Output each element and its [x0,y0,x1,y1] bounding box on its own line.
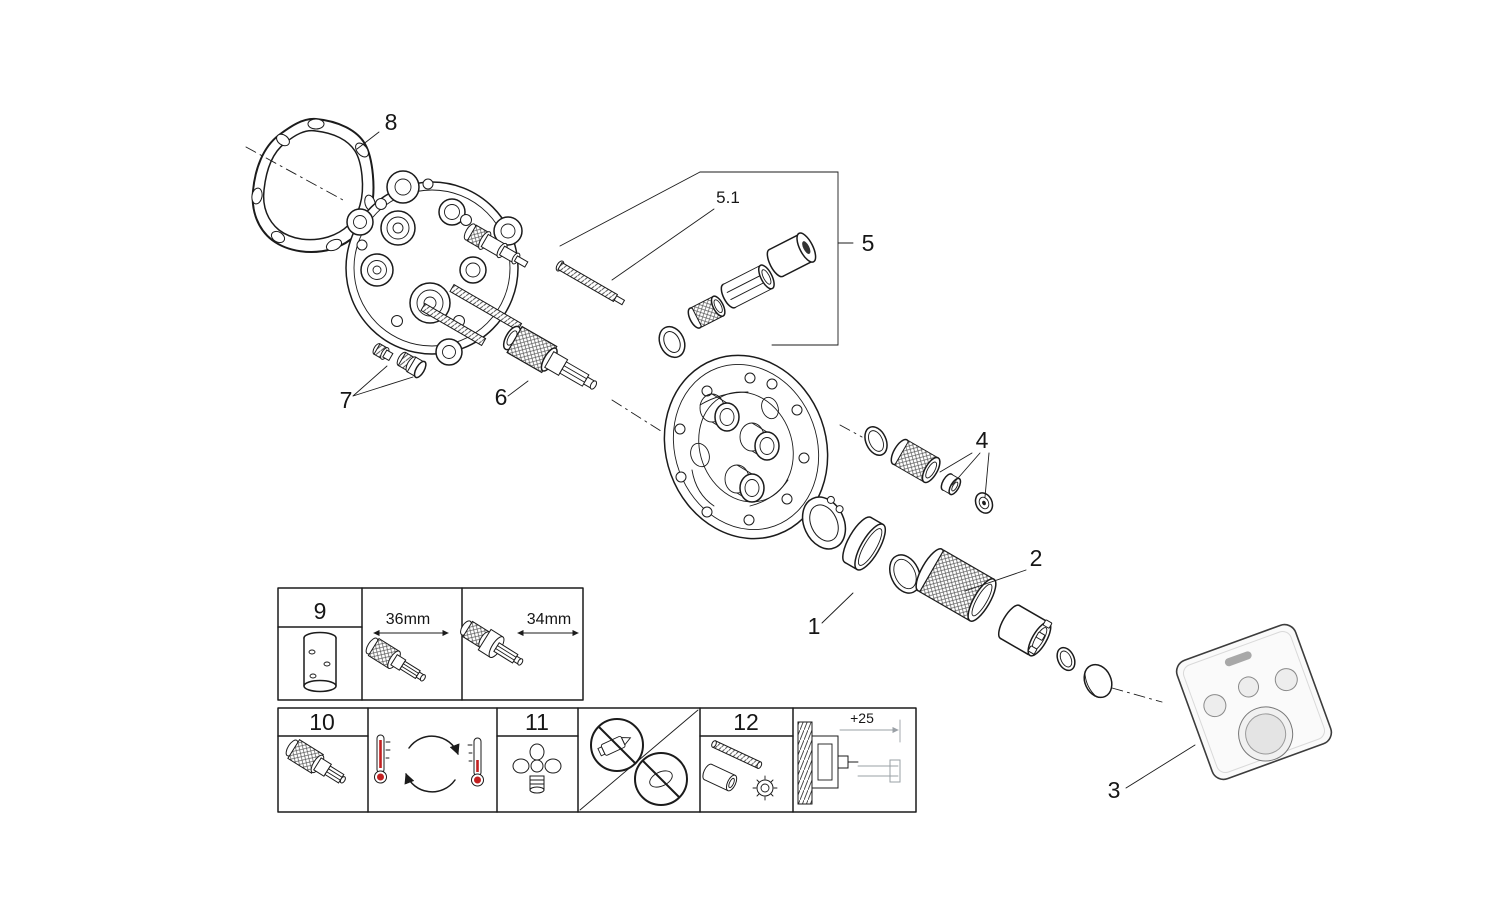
callout-7: 7 [340,365,414,413]
callout-8: 8 [356,109,398,150]
callout-2: 2 [964,545,1043,592]
cartridge-34mm [460,620,524,666]
callout-12-label: 12 [733,709,759,735]
dimension-34mm: 34mm [527,611,571,628]
callout-3: 3 [1108,744,1196,803]
extension-set-5 [687,232,817,329]
temperature-adjust-icon [374,734,484,793]
no-lubricant-icon [579,709,699,811]
dimension-36mm: 36mm [386,611,430,628]
callout-5: 5 [559,171,875,346]
boss [739,422,780,461]
callout-10-label: 10 [309,709,335,735]
callout-5-1: 5.1 [611,188,740,281]
sleeve-part-9 [303,631,337,693]
callout-1-label: 1 [808,613,821,639]
plug-set-7 [372,343,427,379]
callout-6-label: 6 [495,384,508,410]
callout-1: 1 [808,592,854,639]
callout-4-label: 4 [976,427,989,453]
callout-5-1-label: 5.1 [716,188,740,207]
dimension-plus25: +25 [850,710,874,726]
brand-mark [1224,651,1252,667]
seal-ring [658,325,686,359]
rosette-plate [663,354,829,540]
upper-cartridge-stack [463,223,529,268]
wall-plate-3 [1175,623,1333,781]
small-parts-12 [702,740,778,801]
select-button [1238,676,1260,698]
callout-3-label: 3 [1108,777,1121,803]
boss [699,393,740,432]
valve-body [345,170,626,366]
boss [724,464,765,503]
gasket-seal-8 [251,117,376,253]
callout-8-label: 8 [385,109,398,135]
threaded-stud [420,302,487,347]
callout-6: 6 [495,380,529,410]
legend-box-9: 9 36mm 34mm [277,587,584,701]
select-button [1203,694,1227,718]
callout-7-label: 7 [340,387,353,413]
select-button [1274,668,1298,692]
callouts: 8 5 5.1 7 6 4 2 1 [340,109,1196,803]
callout-11-label: 11 [525,709,549,735]
cartridge-10 [285,739,346,784]
callout-5-label: 5 [862,230,875,256]
cartridge-6 [502,325,598,390]
callout-2-label: 2 [1030,545,1043,571]
cartridge-36mm [365,637,426,682]
callout-9-label: 9 [314,598,327,624]
threaded-rod-5-1 [555,260,626,306]
callout-4: 4 [939,427,990,498]
installation-depth-icon: +25 [797,710,901,805]
cross-handle-part-11 [512,743,562,794]
stop-assembly-4 [864,426,994,514]
legend-row: 10 11 [277,707,917,813]
sleeve-assembly-1-2 [801,495,1113,699]
